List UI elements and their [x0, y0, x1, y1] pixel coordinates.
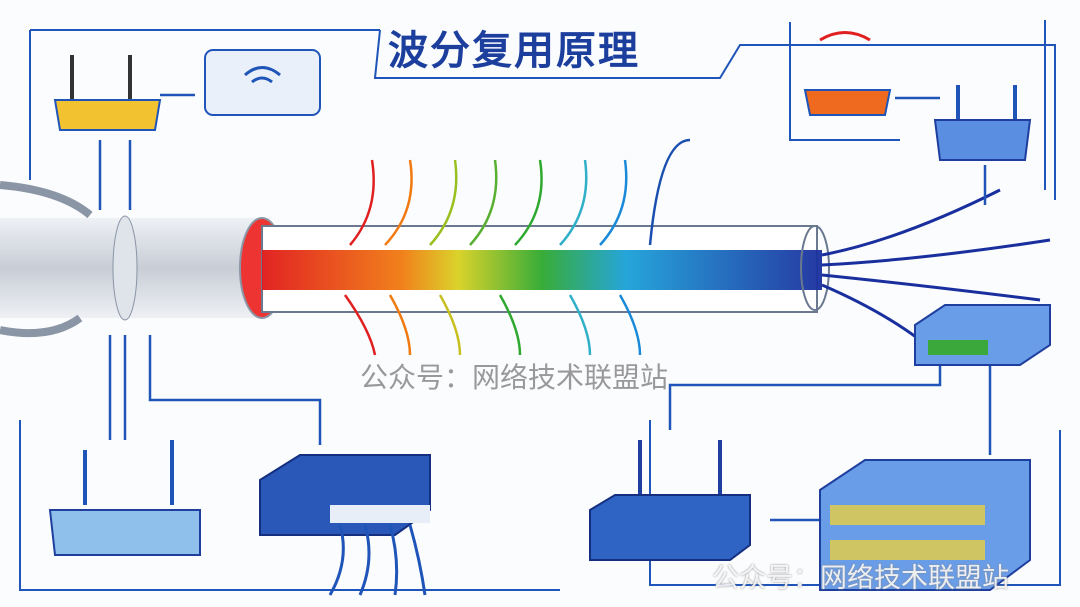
- router-yellow: [53, 55, 162, 131]
- patch-panel: [819, 459, 1031, 591]
- watermark: 公众号：网络技术联盟站: [360, 361, 669, 394]
- router-bottom-left: [48, 440, 201, 556]
- fiber-cable: [0, 181, 1051, 342]
- modem-white: [204, 49, 321, 116]
- switch-center: [259, 454, 431, 596]
- watermark: 公众号：网络技术联盟站: [712, 563, 1009, 594]
- wavelength-arrows: [343, 138, 691, 356]
- router-orange: [803, 31, 892, 116]
- router-bottom-center: [589, 440, 751, 561]
- page-title: 波分复用原理: [388, 28, 640, 74]
- connection-lines: [98, 93, 992, 522]
- switch-right: [914, 304, 1051, 366]
- router-blue-top: [933, 85, 1032, 161]
